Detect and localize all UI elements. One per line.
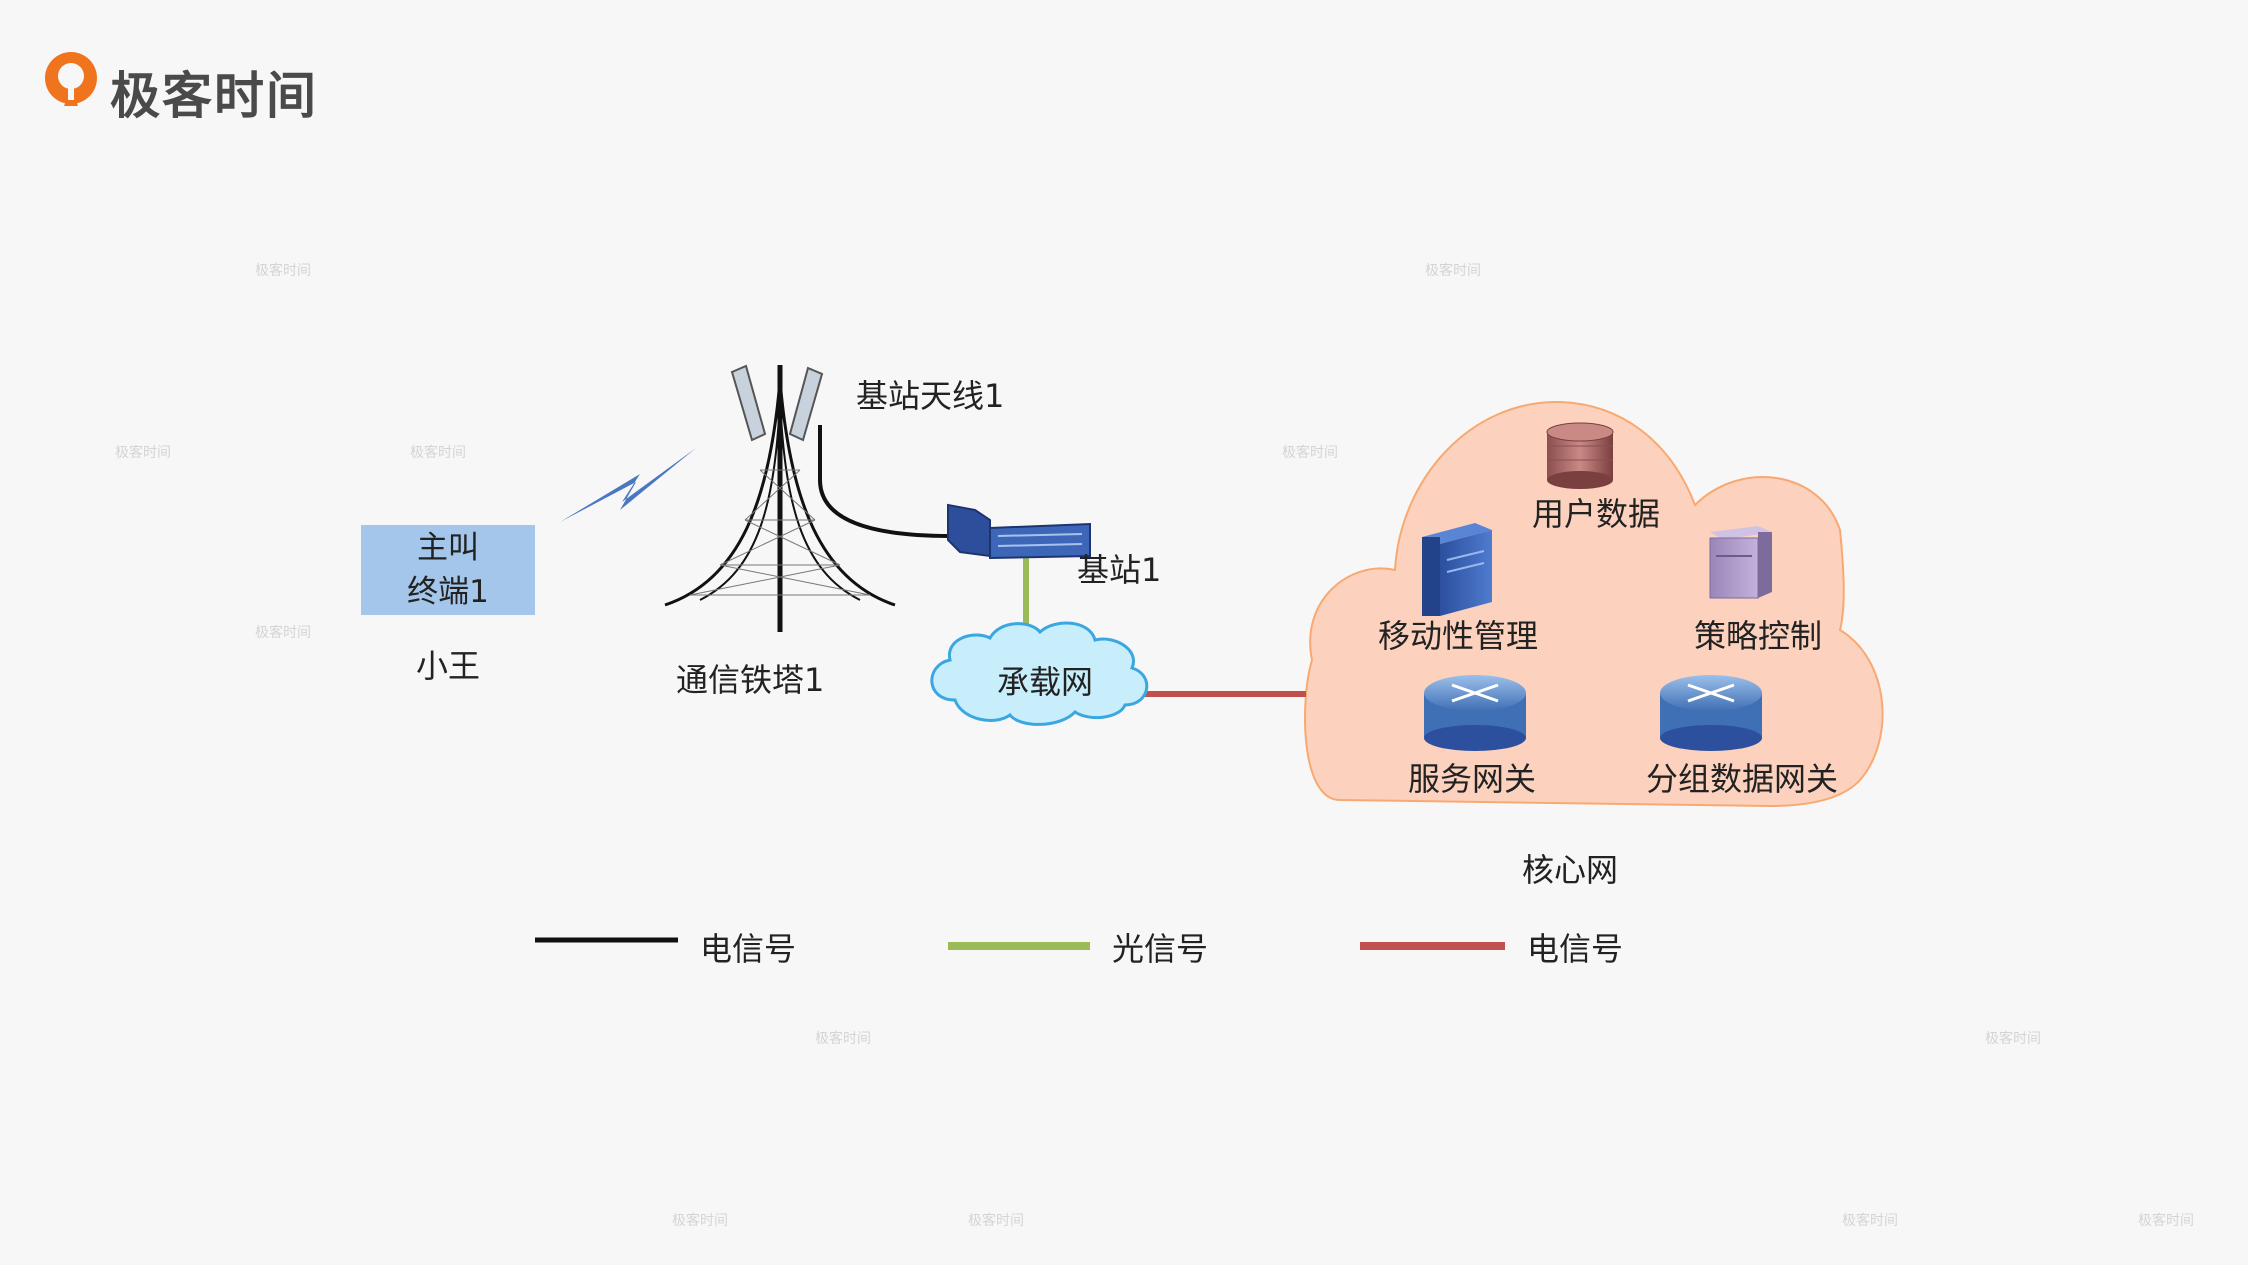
serving-gateway-label: 服务网关	[1408, 760, 1537, 798]
base-station-label: 基站1	[1077, 551, 1162, 589]
packet-data-gateway-router-icon	[1660, 675, 1762, 751]
mobility-management-label: 移动性管理	[1378, 617, 1539, 655]
legend-label-electrical-black: 电信号	[700, 930, 797, 968]
legend-label-electrical-red: 电信号	[1527, 930, 1624, 968]
watermark: 极客时间	[1985, 1031, 2041, 1047]
caller-terminal-line2: 终端1	[407, 574, 489, 610]
watermark: 极客时间	[255, 625, 311, 641]
user-data-database-icon	[1546, 422, 1614, 489]
antenna-icon	[730, 364, 824, 442]
user-data-label: 用户数据	[1532, 495, 1661, 533]
brand-logo-icon	[45, 52, 97, 106]
watermark: 极客时间	[815, 1031, 871, 1047]
watermark: 极客时间	[1425, 263, 1481, 279]
mobility-management-server-icon	[1422, 523, 1492, 616]
caller-terminal-line1: 主叫	[417, 530, 479, 566]
policy-control-label: 策略控制	[1694, 617, 1823, 655]
antenna-label: 基站天线1	[856, 377, 1005, 415]
core-network-label: 核心网	[1522, 851, 1619, 889]
bearer-network-label: 承载网	[997, 663, 1094, 701]
watermark: 极客时间	[410, 445, 466, 461]
watermark: 极客时间	[255, 263, 311, 279]
watermark: 极客时间	[115, 445, 171, 461]
legend-label-optical: 光信号	[1112, 930, 1209, 968]
watermark: 极客时间	[1842, 1213, 1898, 1229]
tower-label: 通信铁塔1	[676, 661, 825, 699]
watermark: 极客时间	[968, 1213, 1024, 1229]
bearer-network-cloud	[930, 621, 1149, 726]
tower-icon	[664, 365, 896, 632]
watermark: 极客时间	[672, 1213, 728, 1229]
serving-gateway-router-icon	[1424, 675, 1526, 751]
policy-control-server-icon	[1709, 526, 1772, 599]
caller-terminal-box: 主叫 终端1	[361, 525, 535, 615]
antenna-cable	[818, 425, 951, 538]
packet-data-gateway-label: 分组数据网关	[1646, 760, 1839, 798]
wireless-signal-bolt-icon	[560, 448, 696, 522]
watermark: 极客时间	[2138, 1213, 2194, 1229]
brand-name: 极客时间	[110, 67, 318, 125]
base-station-icon	[947, 503, 1091, 560]
watermark: 极客时间	[1282, 445, 1338, 461]
caller-owner-label: 小王	[416, 647, 481, 685]
